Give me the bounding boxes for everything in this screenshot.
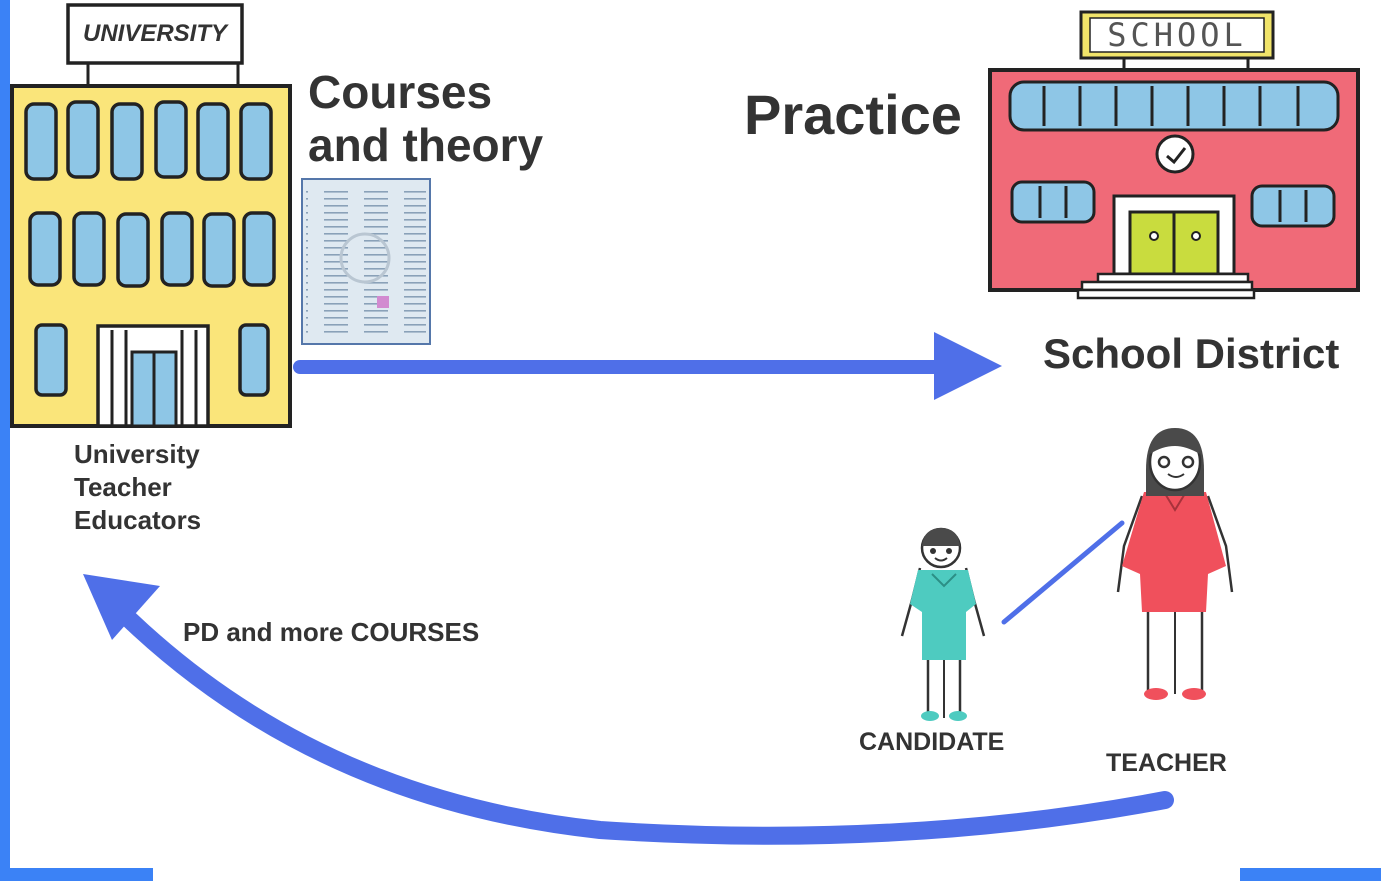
frame-left-edge [0, 0, 10, 881]
document-icon [301, 178, 431, 345]
candidate-figure-icon [900, 527, 986, 721]
teacher-figure-icon [1116, 428, 1234, 700]
university-caption-line2: Teacher [74, 472, 172, 502]
candidate-label: CANDIDATE [859, 728, 1005, 756]
school-building-icon [988, 10, 1360, 300]
feedback-label: PD and more COURSES [183, 617, 480, 647]
teacher-label: TEACHER [1106, 749, 1227, 777]
school-district-label: School District [1043, 330, 1340, 377]
feedback-arrow [83, 574, 1174, 845]
courses-heading-line1: Courses [308, 66, 493, 118]
mentorship-line [1001, 520, 1125, 625]
courses-heading: Courses and theory [308, 66, 543, 172]
school-sign: SCHOOL [1090, 16, 1264, 54]
university-caption-line1: University [74, 439, 200, 469]
university-caption: University Teacher Educators [74, 438, 201, 537]
university-sign-text: UNIVERSITY [82, 20, 228, 47]
courses-heading-line2: and theory [308, 119, 544, 171]
frame-bottom-left-edge [0, 868, 153, 881]
university-caption-line3: Educators [74, 505, 202, 535]
university-building-icon [10, 3, 292, 428]
frame-bottom-right-edge [1240, 868, 1381, 881]
practice-heading: Practice [744, 83, 962, 146]
university-sign: UNIVERSITY [68, 5, 242, 63]
school-sign-text: SCHOOL [1107, 16, 1247, 54]
forward-arrow [293, 332, 1002, 400]
